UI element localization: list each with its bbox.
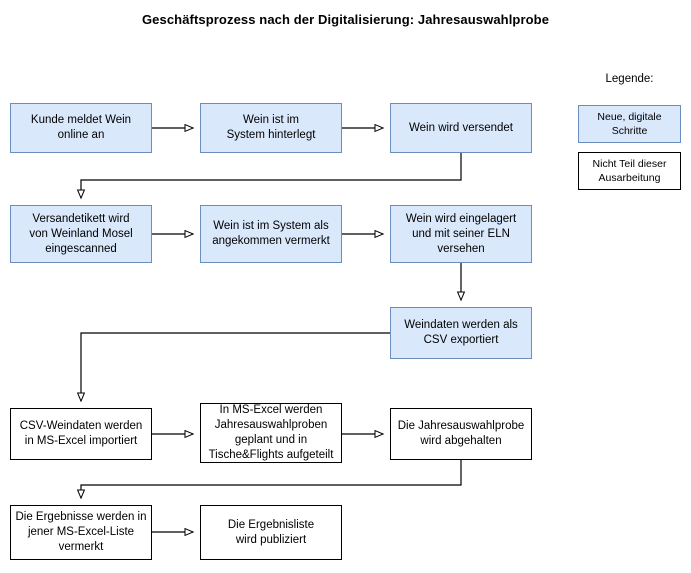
process-node-label: Wein wird versendet xyxy=(409,121,513,134)
connector-n7-to-n8 xyxy=(81,332,390,401)
process-node-n9[interactable]: In MS-Excel werden Jahresauswahlproben g… xyxy=(200,403,342,463)
process-node-label: Weindaten werden als CSV exportiert xyxy=(404,319,518,346)
legend-item-new-digital-step: Neue, digitale Schritte xyxy=(578,105,681,143)
process-node-n5[interactable]: Wein ist im System als angekommen vermer… xyxy=(200,205,342,263)
process-node-n2[interactable]: Wein ist im System hinterlegt xyxy=(200,103,342,153)
process-node-n12[interactable]: Die Ergebnisliste wird publiziert xyxy=(200,505,342,560)
process-node-n4[interactable]: Versandetikett wird von Weinland Mosel e… xyxy=(10,205,152,263)
process-node-label: Die Ergebnisse werden in jener MS-Excel-… xyxy=(15,511,147,553)
process-node-label: Die Ergebnisliste wird publiziert xyxy=(227,518,315,546)
process-node-label: Wein ist im System hinterlegt xyxy=(226,114,316,141)
process-node-n7[interactable]: Weindaten werden als CSV exportiert xyxy=(390,307,532,359)
process-node-label: CSV-Weindaten werden in MS-Excel importi… xyxy=(19,420,143,447)
process-node-label: In MS-Excel werden Jahresauswahlproben g… xyxy=(208,404,334,461)
process-node-n6[interactable]: Wein wird eingelagert und mit seiner ELN… xyxy=(390,205,532,263)
process-node-n3[interactable]: Wein wird versendet xyxy=(390,103,532,153)
legend-item-label: Neue, digitale Schritte xyxy=(597,111,662,137)
page-title: Geschäftsprozess nach der Digitalisierun… xyxy=(141,12,550,27)
legend-item-out-of-scope: Nicht Teil dieser Ausarbeitung xyxy=(578,152,681,190)
process-node-n10[interactable]: Die Jahresauswahlprobe wird abgehalten xyxy=(390,408,532,460)
process-node-label: Wein wird eingelagert und mit seiner ELN… xyxy=(405,212,517,255)
process-node-n11[interactable]: Die Ergebnisse werden in jener MS-Excel-… xyxy=(10,505,152,560)
process-node-label: Versandetikett wird von Weinland Mosel e… xyxy=(29,212,133,255)
process-node-n1[interactable]: Kunde meldet Wein online an xyxy=(10,103,152,153)
process-node-label: Wein ist im System als angekommen vermer… xyxy=(212,220,330,247)
connector-n10-to-n11 xyxy=(81,460,462,498)
process-node-label: Kunde meldet Wein online an xyxy=(30,114,132,141)
process-node-n8[interactable]: CSV-Weindaten werden in MS-Excel importi… xyxy=(10,408,152,460)
process-node-label: Die Jahresauswahlprobe wird abgehalten xyxy=(397,420,525,447)
legend-item-label: Nicht Teil dieser Ausarbeitung xyxy=(592,158,667,184)
connector-n3-to-n4 xyxy=(81,153,462,198)
legend-title: Legende: xyxy=(605,73,654,85)
